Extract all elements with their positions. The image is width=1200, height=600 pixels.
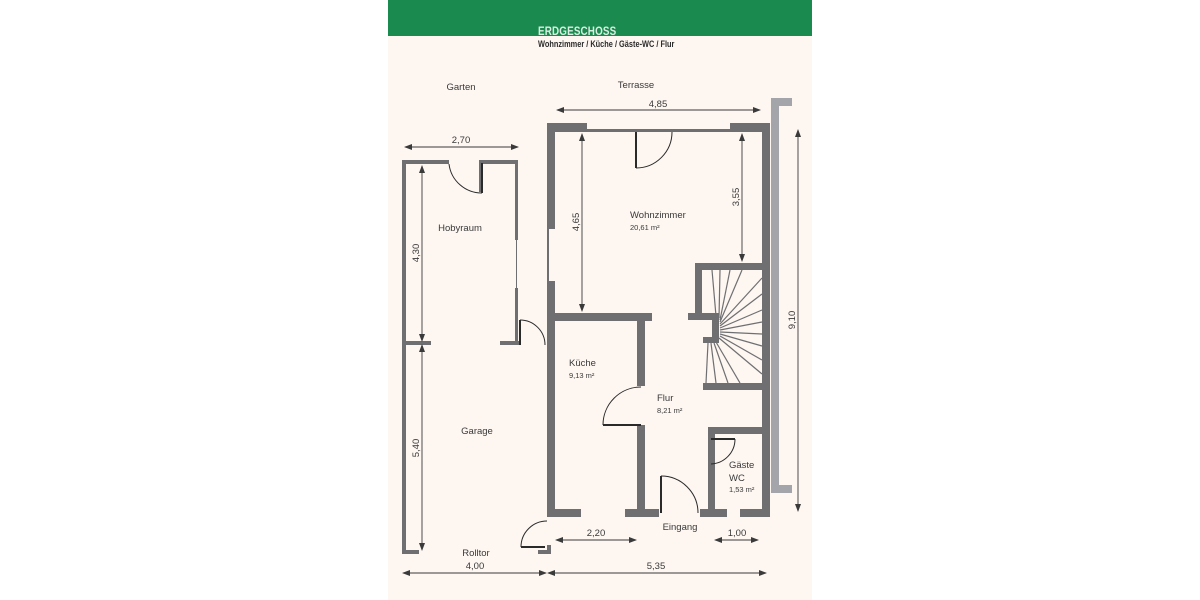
dim-garage-width: 4,00	[466, 561, 485, 572]
room-name-wohnzimmer: Wohnzimmer	[630, 210, 686, 221]
label-roller-door: Rolltor	[462, 548, 489, 559]
floor-plan-sheet: ERDGESCHOSS Wohnzimmer / Küche / Gäste-W…	[388, 0, 812, 600]
page-subtitle: Wohnzimmer / Küche / Gäste-WC / Flur	[538, 39, 675, 49]
room-name-gaeste: Gäste	[729, 460, 754, 471]
staircase	[705, 269, 763, 384]
page-title: ERDGESCHOSS	[538, 24, 617, 38]
room-name-garage: Garage	[461, 426, 493, 437]
dim-hobby-depth: 4,30	[411, 244, 422, 263]
label-garden: Garten	[446, 82, 475, 93]
house-walls	[547, 123, 770, 517]
dim-living-depth-right: 3,55	[731, 188, 742, 207]
neighbor-wall	[771, 98, 792, 493]
floor-plan-drawing: Garten Terrasse Eingang Rolltor Hobyraum…	[402, 80, 801, 576]
room-name-wc: WC	[729, 473, 745, 484]
room-area-kueche: 9,13 m²	[569, 371, 595, 380]
dimension-lines	[402, 107, 801, 576]
dim-hobby-width: 2,70	[452, 135, 471, 146]
room-area-flur: 8,21 m²	[657, 406, 683, 415]
dim-house-depth: 9,10	[787, 311, 798, 330]
label-terrace: Terrasse	[618, 80, 654, 91]
room-name-hobbyraum: Hobyraum	[438, 223, 482, 234]
garage-walls	[402, 160, 551, 554]
label-entrance: Eingang	[663, 522, 698, 533]
dim-kitchen-width: 2,20	[587, 528, 606, 539]
dim-house-width-top: 4,85	[649, 99, 668, 110]
room-name-flur: Flur	[657, 393, 673, 404]
room-area-gaeste-wc: 1,53 m²	[729, 485, 755, 494]
dim-house-width-bottom: 5,35	[647, 561, 666, 572]
header-banner	[388, 0, 812, 36]
room-name-kueche: Küche	[569, 358, 596, 369]
room-area-wohnzimmer: 20,61 m²	[630, 223, 660, 232]
doors	[448, 131, 736, 548]
dim-living-depth-left: 4,65	[571, 213, 582, 232]
dim-garage-depth: 5,40	[411, 439, 422, 458]
dim-wc-width: 1,00	[728, 528, 747, 539]
